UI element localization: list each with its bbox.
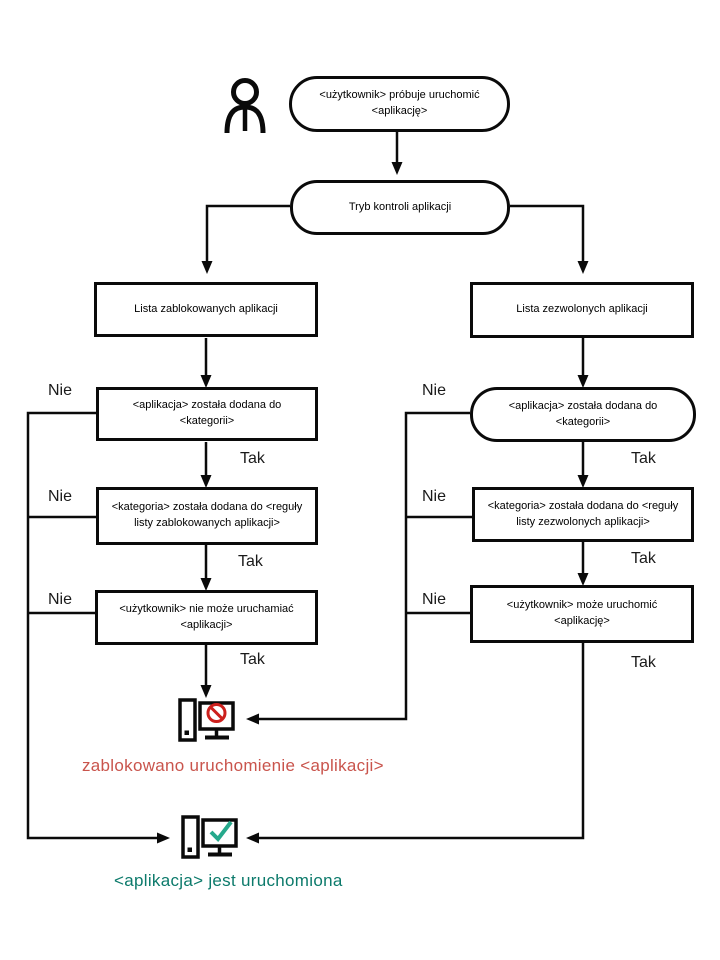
node-left-category-in-rule-label: <kategoria> została dodana do <reguły li… xyxy=(111,501,303,529)
node-left-app-in-category-label: <aplikacja> została dodana do <kategorii… xyxy=(132,399,282,427)
node-control-mode-label: Tryb kontroli aplikacji xyxy=(348,200,452,213)
node-right-user-can-run-label: <użytkownik> może uruchomić <aplikację> xyxy=(506,599,658,627)
label-no-right-3: Nie xyxy=(422,591,447,608)
user-icon xyxy=(224,78,266,134)
prohibited-badge-icon xyxy=(206,703,227,723)
prohibited-badge-slash xyxy=(209,706,224,720)
node-right-user-can-run: <użytkownik> może uruchomić <aplikację> xyxy=(470,585,694,643)
node-blocked-list: Lista zablokowanych aplikacji xyxy=(94,282,318,337)
node-right-app-in-category: <aplikacja> została dodana do <kategorii… xyxy=(470,387,696,442)
node-left-user-cannot-run: <użytkownik> nie może uruchamiać <aplika… xyxy=(95,590,318,645)
running-outcome-text: <aplikacja> jest uruchomiona xyxy=(114,871,343,890)
node-allowed-list-label: Lista zezwolonych aplikacji xyxy=(516,303,648,316)
connector-lines xyxy=(26,132,585,840)
label-yes-right-1: Tak xyxy=(631,450,656,467)
node-start-label: <użytkownik> próbuje uruchomić <aplikacj… xyxy=(319,89,480,117)
arrowheads xyxy=(157,162,589,844)
node-right-category-in-rule-label: <kategoria> została dodana do <reguły li… xyxy=(487,499,679,528)
label-no-right-1: Nie xyxy=(422,382,447,399)
node-right-app-in-category-label: <aplikacja> została dodana do <kategorii… xyxy=(508,399,658,428)
label-no-left-1: Nie xyxy=(48,382,73,399)
node-left-category-in-rule: <kategoria> została dodana do <reguły li… xyxy=(96,487,318,545)
label-yes-right-2: Tak xyxy=(631,550,656,567)
node-control-mode: Tryb kontroli aplikacji xyxy=(290,180,510,235)
node-left-app-in-category: <aplikacja> została dodana do <kategorii… xyxy=(96,387,318,441)
blocked-computer-icon xyxy=(178,698,235,742)
label-yes-left-3: Tak xyxy=(240,651,265,668)
check-badge-icon xyxy=(209,820,233,843)
label-yes-right-3: Tak xyxy=(631,654,656,671)
label-yes-left-1: Tak xyxy=(240,450,265,467)
label-no-left-3: Nie xyxy=(48,591,73,608)
label-no-left-2: Nie xyxy=(48,488,73,505)
node-allowed-list: Lista zezwolonych aplikacji xyxy=(470,282,694,338)
node-left-user-cannot-run-label: <użytkownik> nie może uruchamiać <aplika… xyxy=(119,602,294,631)
blocked-outcome-text: zablokowano uruchomienie <aplikacji> xyxy=(82,756,384,775)
label-yes-left-2: Tak xyxy=(238,553,263,570)
node-right-category-in-rule: <kategoria> została dodana do <reguły li… xyxy=(472,487,694,542)
running-computer-icon xyxy=(181,815,238,859)
node-blocked-list-label: Lista zablokowanych aplikacji xyxy=(134,302,278,315)
label-no-right-2: Nie xyxy=(422,488,447,505)
node-start: <użytkownik> próbuje uruchomić <aplikacj… xyxy=(289,76,510,132)
